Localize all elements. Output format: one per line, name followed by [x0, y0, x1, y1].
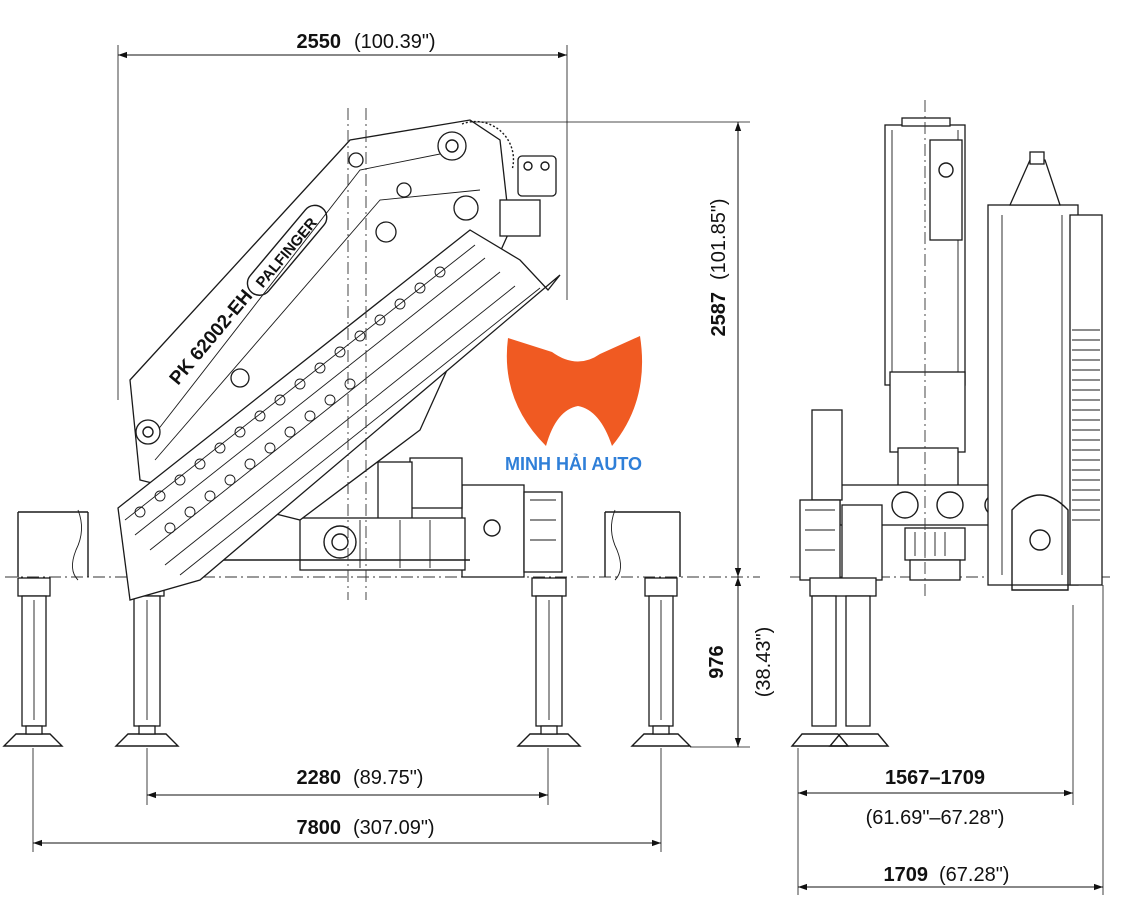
dim-side-width-value: 1709 — [884, 864, 929, 886]
dimension-height: 2587 (101.85") — [470, 121, 750, 577]
dim-outrigger-total-inches: (307.09") — [353, 817, 435, 839]
dim-outrigger-inner-value: 2280 — [297, 767, 342, 789]
outrigger-leg-4 — [630, 577, 692, 747]
crane-base — [140, 457, 563, 578]
dim-outrigger-inner-inches: (89.75") — [353, 767, 423, 789]
dimension-top-width: 2550 (100.39") — [117, 31, 568, 400]
dim-height-value: 2587 — [708, 292, 730, 337]
dim-top-width-value: 2550 — [297, 31, 342, 53]
watermark-logo: MINH HẢI AUTO — [505, 336, 643, 474]
crane-boom-folded: PK 62002-EH PALFINGER — [117, 119, 561, 601]
dim-top-width-inches: (100.39") — [354, 31, 436, 53]
dim-side-range-value: 1567–1709 — [885, 767, 985, 789]
dim-side-range-inches: (61.69"–67.28") — [866, 807, 1005, 829]
dimension-below-ground: 976 (38.43") — [690, 577, 775, 748]
dimension-outrigger-inner: 2280 (89.75") — [146, 748, 549, 805]
dim-height-inches: (101.85") — [708, 198, 730, 280]
center-lines — [347, 100, 926, 600]
watermark-text: MINH HẢI AUTO — [505, 453, 642, 474]
dimension-side-range: 1567–1709 (61.69"–67.28") — [797, 605, 1074, 895]
dim-outrigger-total-value: 7800 — [297, 817, 342, 839]
dimension-side-width: 1709 (67.28") — [798, 585, 1104, 895]
dimension-outrigger-total: 7800 (307.09") — [32, 748, 662, 852]
truck-frame-left — [17, 509, 681, 581]
crane-front-view — [790, 117, 1103, 747]
outrigger-leg-1 — [2, 577, 64, 747]
boom-chain-links — [134, 266, 446, 534]
dim-below-ground-value: 976 — [706, 645, 728, 678]
dim-side-width-inches: (67.28") — [939, 864, 1009, 886]
outrigger-leg-3 — [516, 577, 582, 747]
dim-below-ground-inches: (38.43") — [753, 627, 775, 697]
outrigger-leg-2 — [114, 577, 180, 747]
